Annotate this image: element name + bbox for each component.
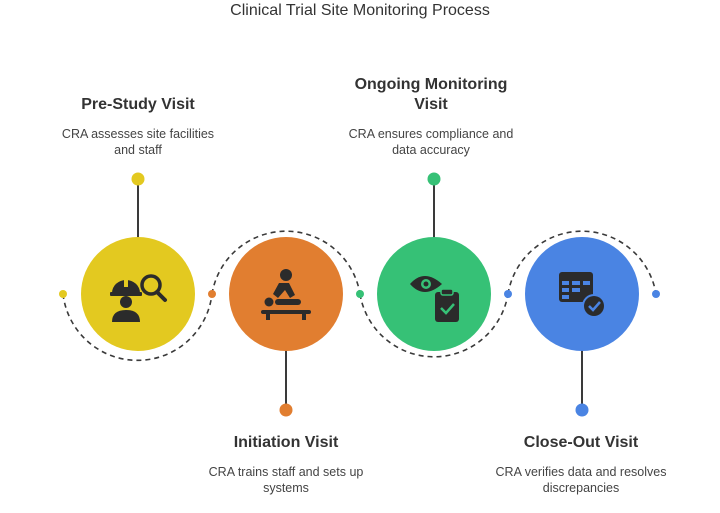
step-3-description-line-1: CRA ensures compliance and bbox=[348, 127, 514, 141]
arc-1 bbox=[62, 293, 213, 362]
step-4-title: Close-Out Visit bbox=[523, 434, 639, 451]
step-2-description-line-1: CRA trains staff and sets up bbox=[208, 465, 364, 479]
step-4-description-line-2: discrepancies bbox=[542, 481, 620, 495]
arc-4 bbox=[507, 230, 657, 295]
edge-dot-2 bbox=[208, 290, 216, 298]
step-2-title: Initiation Visit bbox=[233, 434, 339, 451]
step-1-description: CRA assesses site facilities and staff bbox=[18, 126, 258, 158]
edge-dot-3 bbox=[356, 290, 364, 298]
edge-dot-4 bbox=[504, 290, 512, 298]
step-3-title: Ongoing Monitoring Visit bbox=[311, 75, 551, 115]
step-3-title-line-2: Visit bbox=[414, 96, 448, 113]
connector-dot-1 bbox=[131, 172, 145, 186]
eye-clipboard-icon bbox=[410, 276, 459, 322]
massage-therapy-icon bbox=[261, 269, 311, 320]
step-3-circle bbox=[377, 237, 491, 351]
worker-magnifier-icon bbox=[110, 274, 167, 322]
edge-dot-1 bbox=[59, 290, 67, 298]
step-4-description: CRA verifies data and resolves discrepan… bbox=[461, 464, 701, 496]
connector-dot-2 bbox=[279, 403, 293, 417]
dashed-connector-arcs bbox=[62, 230, 657, 362]
step-1-description-line-2: and staff bbox=[114, 143, 162, 157]
connector-lines bbox=[137, 179, 583, 410]
step-2-description: CRA trains staff and sets up systems bbox=[166, 464, 406, 496]
step-4-description-line-1: CRA verifies data and resolves bbox=[495, 465, 667, 479]
step-3-description: CRA ensures compliance and data accuracy bbox=[311, 126, 551, 158]
step-1-title: Pre-Study Visit bbox=[81, 96, 195, 113]
page-title: Clinical Trial Site Monitoring Process bbox=[230, 2, 490, 19]
step-3-description-line-2: data accuracy bbox=[392, 143, 470, 157]
table-check-icon bbox=[559, 272, 606, 318]
step-1-description-line-1: CRA assesses site facilities bbox=[61, 127, 215, 141]
edge-dot-5 bbox=[652, 290, 660, 298]
connector-dot-4 bbox=[575, 403, 589, 417]
step-2-circle bbox=[229, 237, 343, 351]
connector-dot-3 bbox=[427, 172, 441, 186]
arc-3 bbox=[359, 293, 509, 358]
step-2-description-line-2: systems bbox=[263, 481, 309, 495]
arc-2 bbox=[211, 230, 361, 295]
step-3-title-line-1: Ongoing Monitoring bbox=[354, 76, 508, 93]
